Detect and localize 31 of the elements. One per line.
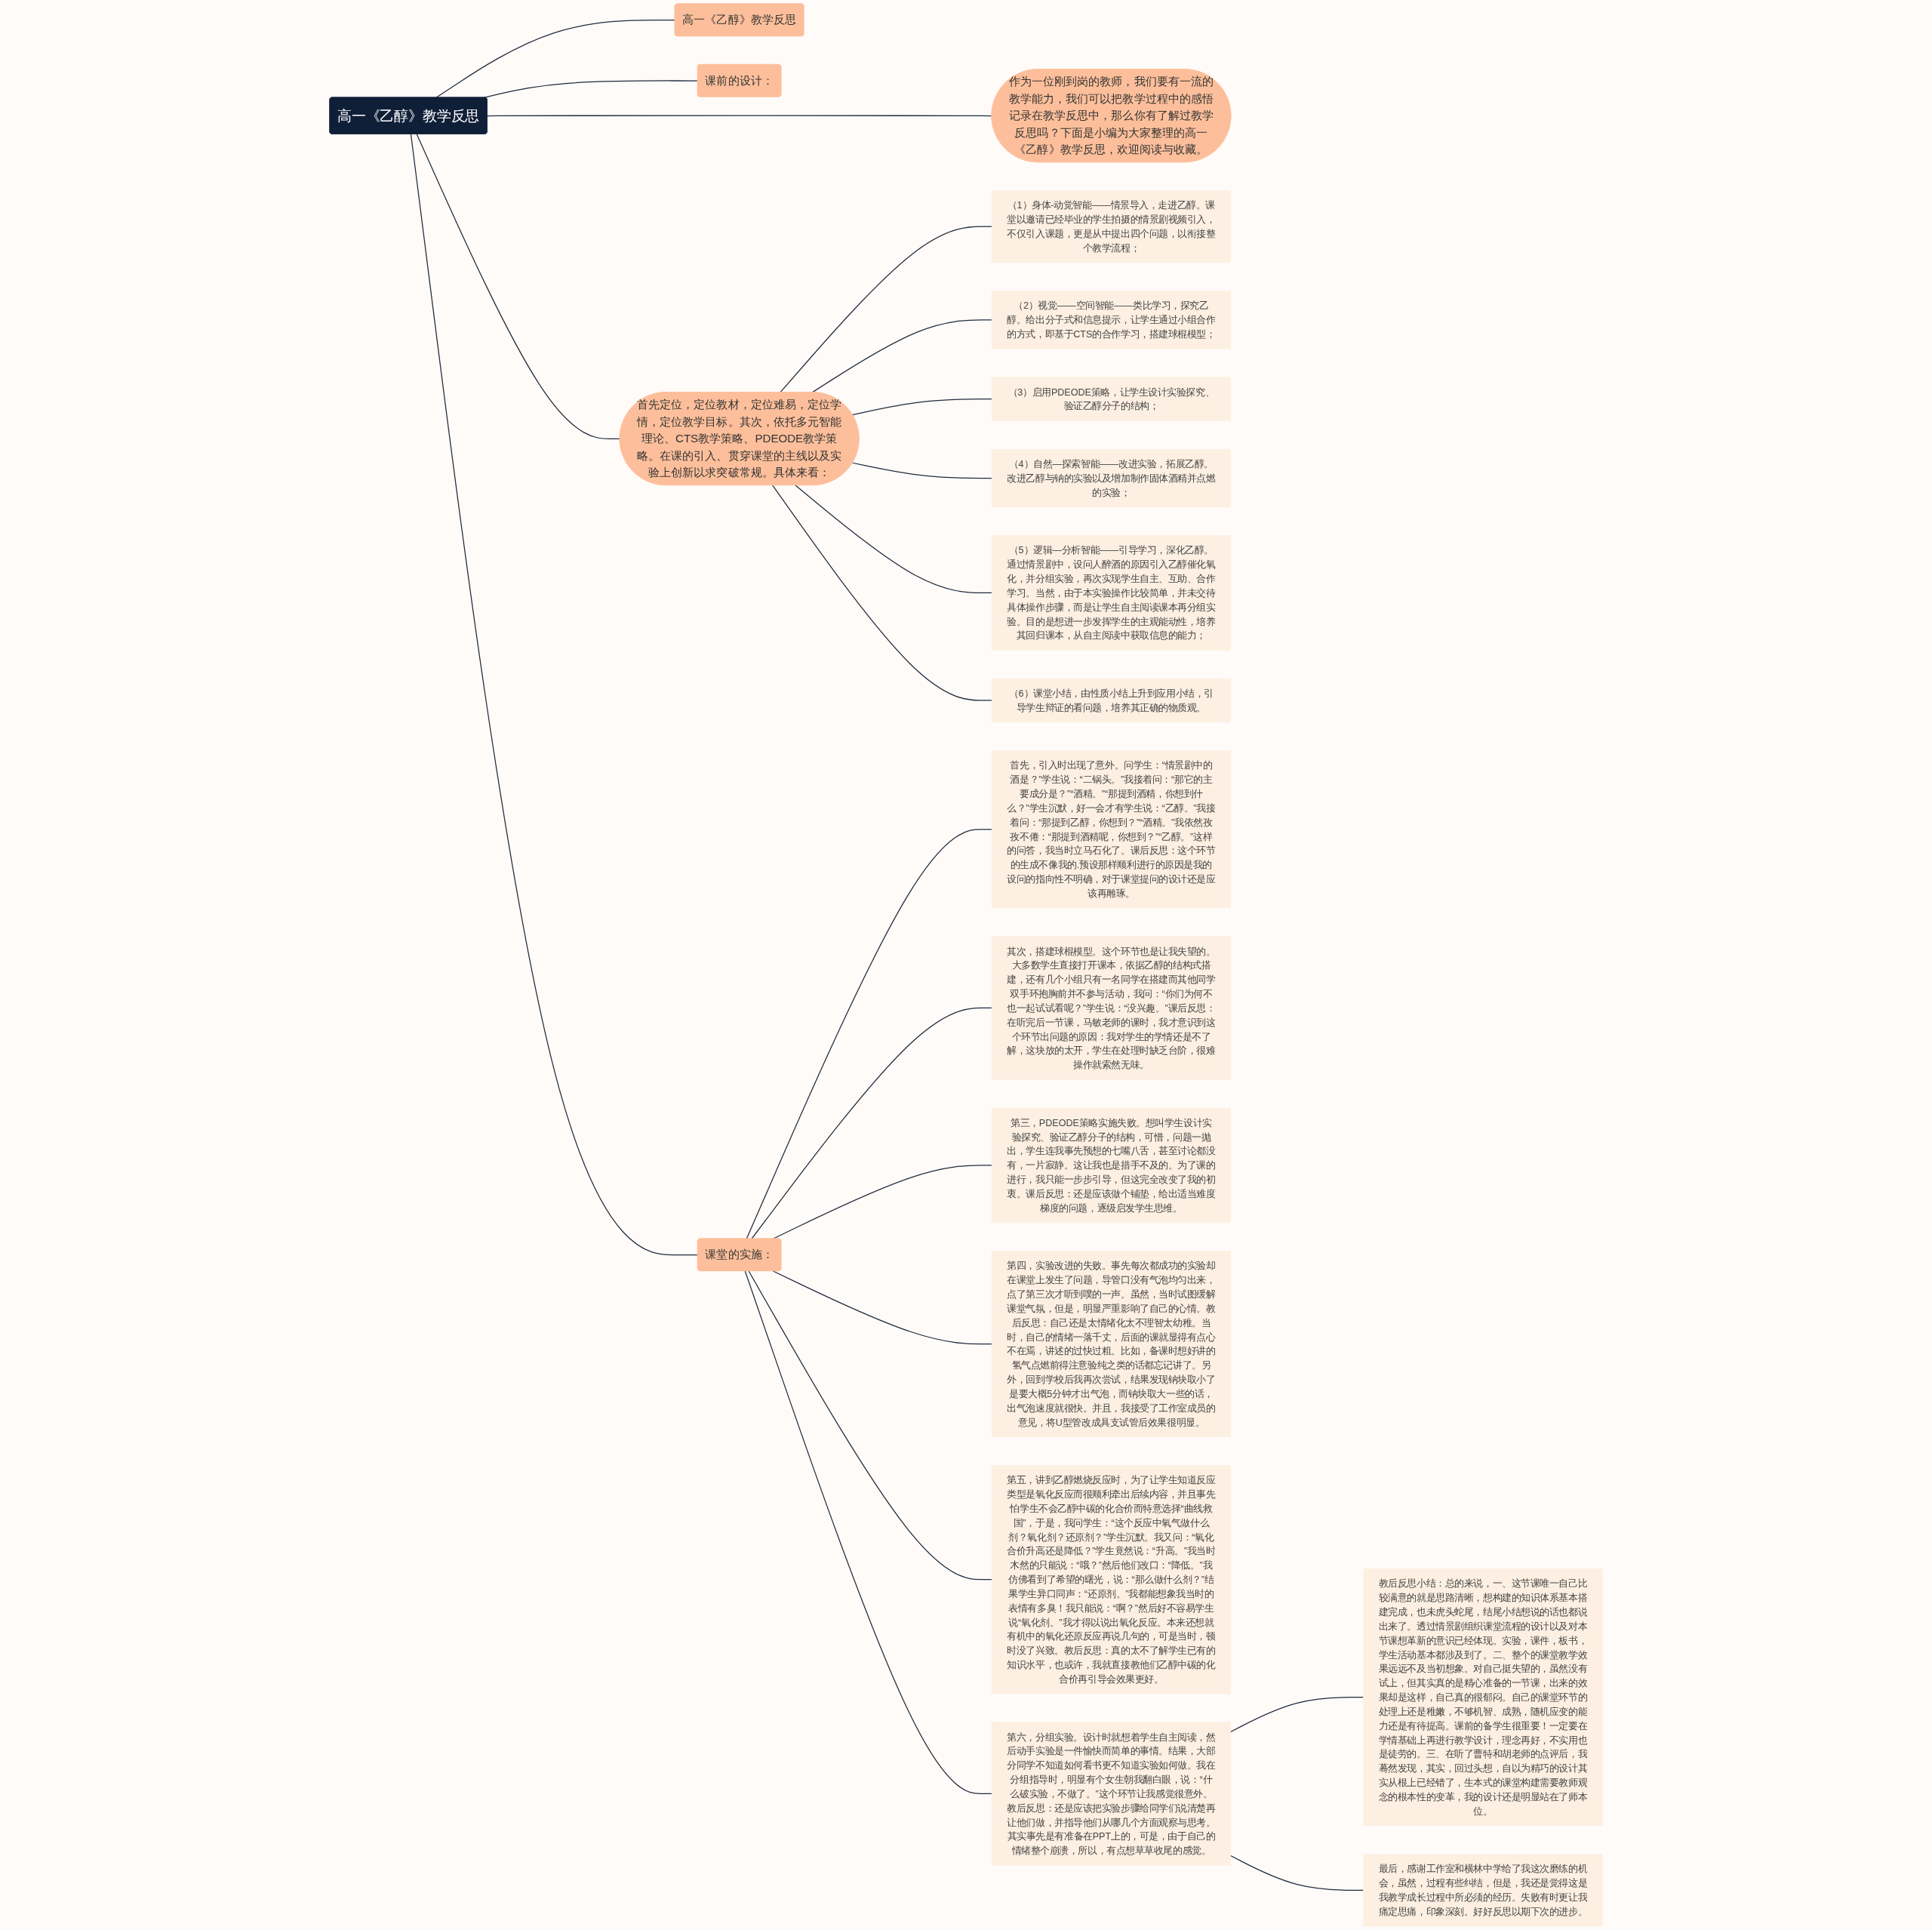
connector xyxy=(748,1270,992,1581)
connector xyxy=(851,462,992,479)
node-box: （5）逻辑—分析智能——引导学习，深化乙醇。通过情景剧中，设问人醉酒的原因引入乙醇催化氧化，并分组实验，再次实现学生自主、互助、合作学习。当然，由于本实验操作比较简单，并未交待具体操作步骤，而是让学生自主阅读课本再分组实验。目的是想进一步发挥学生的主观能动性，培养其回归课本，从自主阅读中获取信息的能力； xyxy=(991,535,1231,651)
connector xyxy=(795,485,992,594)
node-box: 第四，实验改进的失败。事先每次都成功的实验却在课堂上发生了问题，导管口没有气泡均匀出来，点了第三次才听到噗的一声。虽然，当时试图缓解课堂气氛，但是，明显严重影响了自己的心情。教后反思：自己还是太情绪化太不理智太幼稚。当时，自己的情绪一落千丈，后面的课就显得有点心不在焉，讲述的过快过粗。比如，备课时想好讲的氢气点燃前得注意验纯之类的话都忘记讲了。另外，回到学校后我再次尝试，结果发现钠块取小了是要大概5分钟才出气泡，而钠块取大一些的话，出气泡速度就很快。并且，我接受了工作室成员的意见，将U型管改成具支试管后效果很明显。 xyxy=(991,1251,1231,1437)
connector xyxy=(1230,1697,1364,1733)
node-box: 其次，搭建球棍模型。这个环节也是让我失望的。大多数学生直接打开课本，依据乙醇的结构式搭建，还有几个小组只有一名同学在搭建而其他同学双手环抱胸前并不参与活动，我问：“你们为何不也一起试试看呢？”学生说：“没兴趣。”课后反思：在听完后一节课，马敏老师的课时，我才意识到这个环节出问题的原因：我对学生的学情还是不了解，这块放的太开，学生在处理时缺乏台阶，很难操作就索然无味。 xyxy=(991,936,1231,1080)
node-box: （2）视觉——空间智能——类比学习，探究乙醇。给出分子式和信息提示，让学生通过小组合作的方式，即基于CTS的合作学习，搭建球棍模型； xyxy=(991,291,1231,349)
node-box: （6）课堂小结，由性质小结上升到应用小结，引导学生辩证的看问题，培养其正确的物质观。 xyxy=(991,678,1231,723)
connector xyxy=(780,226,992,393)
connector xyxy=(410,134,699,1256)
node-box: 第三，PDEODE策略实施失败。想叫学生设计实验探究、验证乙醇分子的结构，可惜，问题一抛出，学生连我事先预想的七嘴八舌，甚至讨论都没有，一片寂静。这让我也是措手不及的。为了课的进行，我只能一步步引导，但这完全改变了我的初衷。课后反思：还是应该做个铺垫，给出适当难度梯度的问题，逐级启发学生思维。 xyxy=(991,1107,1231,1224)
connector xyxy=(851,399,992,416)
node-box: （4）自然—探索智能——改进实验，拓展乙醇。改进乙醇与钠的实验以及增加制作固体酒精并点燃的实验； xyxy=(991,448,1231,508)
node-box: 首先，引入时出现了意外。问学生：“情景剧中的酒是？”学生说：“二锅头。”我接着问：“那它的主要成分是？”“酒精。”“那提到酒精，你想到什么？”学生沉默，好一会才有学生说：“乙醇。”我接着问：“那提到乙醇，你想到？”“酒精。”我依然孜孜不倦：“那提到酒精呢，你想到？”“乙醇。”这样的问答，我当时立马石化了。课后反思：这个环节的生成不像我的.预设那样顺利进行的原因是我的设问的指向性不明确，对于课堂提问的设计还是应该再雕琢。 xyxy=(991,750,1231,909)
node-box: 最后，感谢工作室和横林中学给了我这次磨练的机会，虽然，过程有些纠结，但是，我还是觉得这是我教学成长过程中所必须的经历。失败有时更让我痛定思痛，印象深刻。好好反思以期下次的进步。 xyxy=(1363,1854,1603,1927)
connector xyxy=(435,20,676,98)
node-box: （3）启用PDEODE策略，让学生设计实验探究、验证乙醇分子的结构； xyxy=(991,377,1231,421)
connector xyxy=(1230,1855,1364,1891)
connector xyxy=(416,134,621,440)
node-box: 第六，分组实验。设计时就想着学生自主阅读，然后动手实验是一件愉快而简单的事情。结果，大部分同学不知道如何看书更不知道实验如何做。我在分组指导时，明显有个女生朝我翻白眼，说：“什么破实验，不做了。”这个环节让我感觉很意外。教后反思：还是应该把实验步骤给同学们说清楚再让他们做，并指导他们从哪几个方面观察与思考。其实事先是有准备在PPT上的，可是，由于自己的情绪整个崩溃，所以，有点想草草收尾的感觉。 xyxy=(991,1722,1231,1866)
connector xyxy=(772,485,992,701)
connector xyxy=(751,1007,992,1239)
connector xyxy=(486,115,992,117)
node-box: （1）身体-动觉智能——情景导入，走进乙醇。课堂以邀请已经毕业的学生拍摄的情景剧视频引入，不仅引入课题，更是从中提出四个问题，以衔接整个教学流程； xyxy=(991,190,1231,263)
connector xyxy=(744,1270,992,1795)
node-box: 第五，讲到乙醇燃烧反应时，为了让学生知道反应类型是氧化反应而很顺利牵出后续内容，并且事先怕学生不会乙醇中碳的化合价而特意选择“曲线救国”，于是，我问学生：“这个反应中氧气做什么剂？氧化剂？还原剂？”学生沉默。我又问：“氧化合价升高还是降低？”学生竟然说：“升高。”我当时木然的只能说：“哦？”然后他们改口：“降低。”我仿佛看到了希望的曙光，说：“那么做什么剂？”结果学生异口同声：“还原剂。”我都能想象我当时的表情有多臭！我只能说：“啊？”然后好不容易学生说“氧化剂。”我才得以说出氧化反应。本来还想就有机中的氧化还原反应再说几句的，可是当时，顿时没了兴致。教后反思：真的太不了解学生已有的知识水平，也或许，我就直接教他们乙醇中碳的化合价再引导会效果更好。 xyxy=(991,1465,1231,1695)
connector xyxy=(811,319,992,393)
connector xyxy=(746,829,992,1239)
connector xyxy=(772,1270,992,1345)
node-box: 教后反思小结：总的来说，一、这节课唯一自己比较满意的就是思路清晰，想构建的知识体系基本搭建完成，也未虎头蛇尾，结尾小结想说的话也都说出来了。透过情景剧组织课堂流程的设计以及对本节课想革新的意识已经体现。实验，课件，板书，学生活动基本都涉及到了。二、整个的课堂教学效果远远不及当初想象。对自己挺失望的，虽然没有试上，但其实真的是精心准备的一节课，出来的效果却是这样，自己真的很郁闷。自己的课堂环节的处理上还是稚嫩，不够机智、成熟，随机应变的能力还是有待提高。课前的备学生很重要！一定要在学情基础上再进行教学设计，理念再好，不实用也是徒劳的。三、在听了曹特和胡老师的点评后，我蓦然发现，其实，回过头想，自以为精巧的设计其实从根上已经错了，生本式的课堂构建需要教师观念的根本性的变革，我的设计还是明显站在了师本位。 xyxy=(1363,1568,1603,1827)
